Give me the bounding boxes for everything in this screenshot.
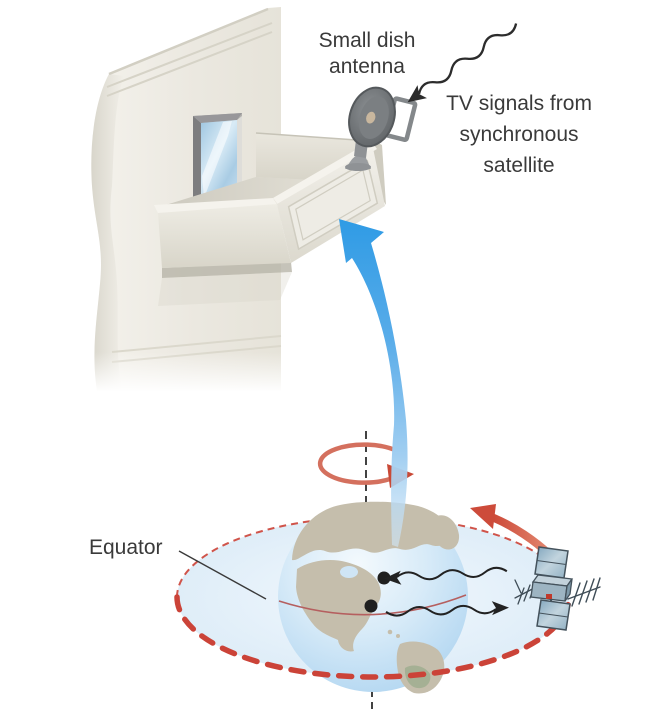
ground-station-dot-transmitter [364, 599, 378, 613]
equator-label: Equator [89, 536, 163, 559]
earth-globe [278, 501, 468, 694]
downlink-wave [384, 566, 508, 585]
tv-signals-line3: satellite [483, 154, 555, 177]
dish-antenna [345, 86, 418, 171]
top-molding-line [106, 22, 273, 88]
earth-axis [365, 431, 373, 709]
tv-signals-line1: TV signals from [446, 92, 592, 115]
ground-station-dot-receiver [377, 571, 391, 585]
synchronous-orbit-front [174, 594, 572, 680]
tv-signals-line2: synchronous [459, 123, 579, 146]
satellite [514, 546, 601, 631]
dish-label-line2: antenna [329, 55, 405, 78]
equator-line [278, 594, 467, 616]
equator-pointer-line [178, 550, 267, 600]
uplink-wave [385, 601, 509, 617]
window-ledge [154, 132, 386, 306]
tv-signal-wave [407, 23, 518, 103]
tv-signals-label: TV signals from synchronous satellite [428, 88, 610, 181]
dish-label-line1: Small dish [318, 29, 416, 52]
beam-to-antenna-arrow [339, 219, 408, 547]
dish-antenna-label: Small dish antenna [287, 28, 447, 80]
bottom-molding-line [111, 335, 282, 353]
hudson-bay [340, 566, 358, 578]
